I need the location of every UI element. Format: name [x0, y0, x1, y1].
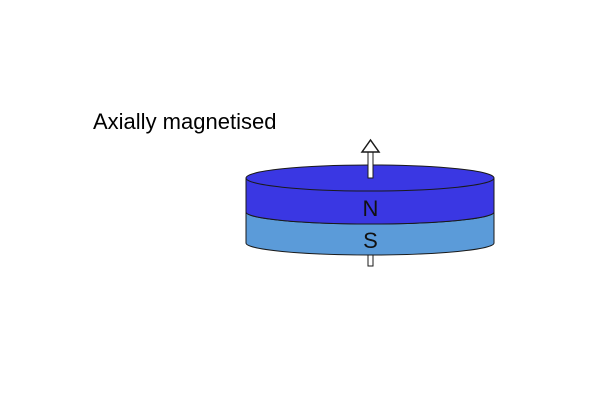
diagram-caption: Axially magnetised — [93, 109, 277, 134]
south-pole-label: S — [363, 228, 378, 253]
arrow-up-icon — [360, 138, 381, 179]
north-pole-label: N — [363, 196, 379, 221]
